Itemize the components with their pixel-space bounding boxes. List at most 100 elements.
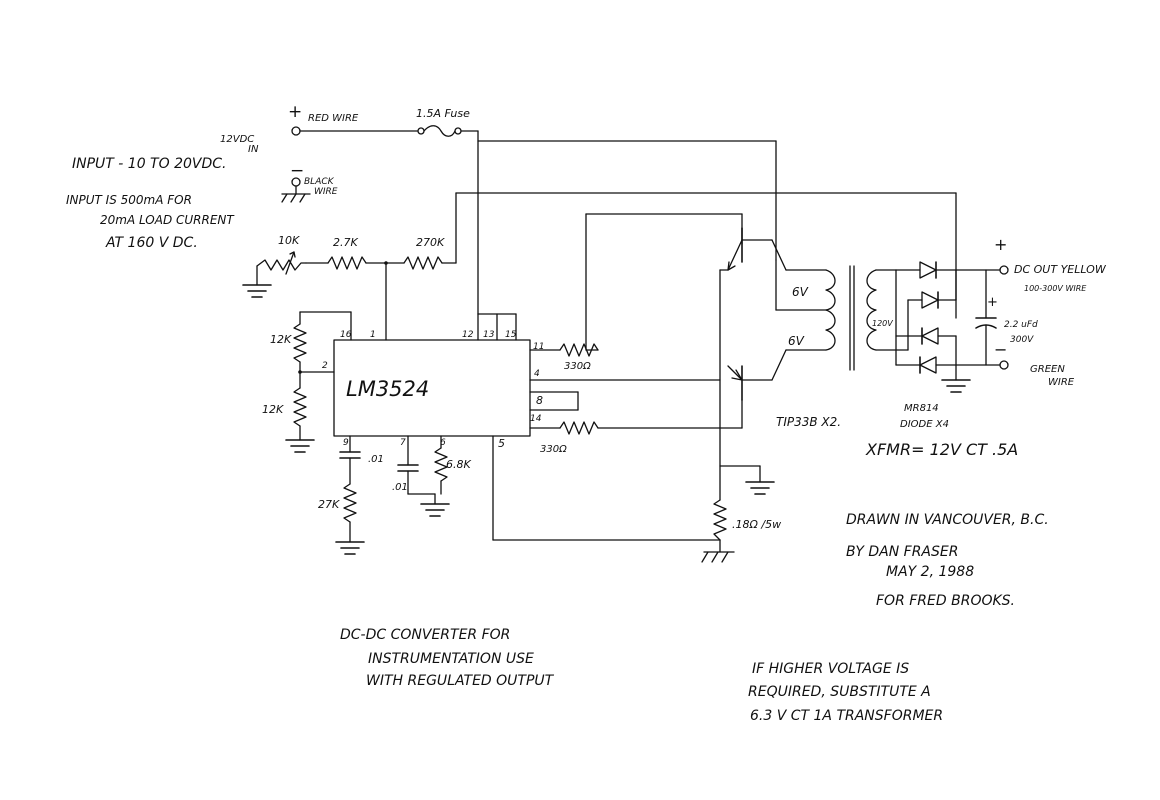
capacitor-01-a-label: .01 (368, 454, 384, 465)
diode-2 (907, 269, 957, 309)
diode-part-label: MR814 (904, 403, 939, 414)
substitution-note: IF HIGHER VOLTAGE IS REQUIRED, SUBSTITUT… (748, 661, 943, 724)
dc-out-label: DC OUT YELLOW (1014, 263, 1107, 276)
capacitor-plus-sign: + (987, 295, 998, 310)
pin-13-label: 13 (483, 330, 495, 340)
ground-icon-27k (335, 541, 365, 555)
timing-components: .01 27K .01 6.8K (318, 435, 471, 555)
input-plus-sign: + (288, 102, 302, 122)
resistor-12k-top (293, 323, 307, 363)
output-capacitor-voltage: 300V (1010, 335, 1034, 345)
resistor-27k-label: 27K (318, 498, 340, 511)
primary-bottom-label: 6V (788, 334, 805, 348)
primary-winding-bottom (825, 309, 836, 351)
output-capacitor: + 2.2 uFd 300V (975, 269, 1038, 366)
reference-divider: 12K 12K (262, 311, 352, 453)
pin-14-label: 14 (530, 414, 542, 424)
tip33b-lower (727, 349, 787, 429)
ground-icon-pot (242, 284, 272, 298)
supply-pins (477, 130, 777, 341)
current-sense-wire (492, 435, 721, 541)
input-notes: INPUT - 10 TO 20VDC. INPUT IS 500mA FOR … (66, 156, 235, 251)
pin-7-label: 7 (400, 438, 406, 448)
pin-11-label: 11 (533, 342, 544, 352)
transformer: 6V 6V 120V XFMR= 12V CT .5A (775, 259, 1018, 459)
green-wire-label-2: WIRE (1048, 377, 1075, 388)
pin-8-label: 8 (536, 394, 543, 407)
credit-author: BY DAN FRASER (846, 544, 958, 560)
pin-4-label: 4 (534, 369, 540, 379)
resistor-2-7k-label: 2.7K (333, 236, 358, 249)
resistor-270k-label: 270K (416, 236, 445, 249)
resistor-6-8k (434, 447, 448, 482)
sense-resistor: .18Ω /5w (713, 499, 781, 553)
green-wire-label: GREEN (1030, 364, 1065, 375)
sense-resistor-label: .18Ω /5w (732, 518, 781, 531)
pin-6-label: 6 (440, 438, 446, 448)
pin-12-label: 12 (462, 330, 474, 340)
primary-winding-top (825, 269, 836, 311)
red-wire-label: RED WIRE (308, 113, 359, 124)
vin-label: 12VDC (220, 134, 254, 145)
input-minus-sign: − (290, 161, 304, 181)
output-negative-terminal (999, 360, 1009, 370)
black-wire-label: BLACK (304, 177, 335, 187)
vin-label-in: IN (248, 144, 259, 155)
title-line-3: WITH REGULATED OUTPUT (366, 673, 555, 689)
ground-icon-output (941, 379, 971, 393)
black-wire-label-2: WIRE (314, 187, 338, 197)
note-input-current-1: INPUT IS 500mA FOR (66, 193, 192, 207)
ground-icon-12k (285, 439, 315, 453)
resistor-330-top (559, 343, 599, 357)
pin-1-label: 1 (370, 330, 376, 340)
output-plus-sign: + (994, 235, 1007, 254)
diode-count-label: DIODE X4 (900, 419, 949, 430)
note-higher-2: REQUIRED, SUBSTITUTE A (748, 684, 931, 700)
resistor-330-bottom (559, 421, 599, 435)
dc-out-range-label: 100-300V WIRE (1024, 284, 1087, 293)
credit-date: MAY 2, 1988 (886, 564, 974, 580)
chassis-ground-icon (281, 185, 311, 203)
resistor-27k (343, 483, 357, 523)
pot-label: 10K (278, 234, 300, 247)
output-positive-terminal (999, 265, 1009, 275)
ground-icon-timing (420, 503, 450, 517)
resistor-2-7k (327, 256, 367, 270)
title-line-1: DC-DC CONVERTER FOR (340, 627, 510, 643)
drive-network: 330Ω 330Ω (529, 213, 743, 455)
credit-for: FOR FRED BROOKS. (876, 593, 1015, 609)
note-higher-1: IF HIGHER VOLTAGE IS (752, 661, 909, 677)
note-higher-3: 6.3 V CT 1A TRANSFORMER (750, 708, 943, 724)
resistor-12k-bottom-label: 12K (262, 403, 284, 416)
ic-label: LM3524 (346, 377, 429, 401)
transformer-spec-label: XFMR= 12V CT .5A (865, 440, 1018, 459)
resistor-6-8k-label: 6.8K (446, 458, 471, 471)
credit-drawn-in: DRAWN IN VANCOUVER, B.C. (846, 512, 1049, 528)
pin-16-label: 16 (340, 330, 352, 340)
tip33b-upper (727, 227, 787, 271)
pin-15-label: 15 (505, 330, 517, 340)
potentiometer-10k (256, 259, 307, 271)
resistor-330-top-label: 330Ω (564, 361, 591, 372)
capacitor-01-b-label: .01 (392, 482, 408, 493)
lm3524-ic: LM3524 16 1 2 12 13 15 11 4 8 14 9 7 6 5 (322, 330, 544, 450)
feedback-network: 10K 2.7K 270K (242, 192, 957, 341)
resistor-12k-top-label: 12K (270, 333, 292, 346)
output-minus-sign: − (994, 340, 1007, 359)
pin-2-label: 2 (322, 361, 328, 371)
primary-top-label: 6V (792, 285, 809, 299)
secondary-label: 120V (872, 319, 893, 328)
title-line-2: INSTRUMENTATION USE (368, 651, 534, 667)
fuse-symbol (417, 125, 462, 137)
fuse-label: 1.5A Fuse (416, 107, 470, 120)
diode-4 (895, 356, 1001, 374)
transistor-label: TIP33B X2. (776, 415, 841, 429)
note-input-current-2: 20mA LOAD CURRENT (100, 213, 235, 227)
output-section: + DC OUT YELLOW 100-300V WIRE − GREEN WI… (994, 235, 1107, 388)
chassis-ground-icon (701, 551, 735, 563)
resistor-330-bottom-label: 330Ω (540, 444, 567, 455)
note-input-range: INPUT - 10 TO 20VDC. (72, 156, 226, 172)
diode-3 (895, 327, 957, 345)
drawing-credits: DRAWN IN VANCOUVER, B.C. BY DAN FRASER M… (846, 512, 1049, 609)
input-positive-terminal (291, 126, 301, 136)
